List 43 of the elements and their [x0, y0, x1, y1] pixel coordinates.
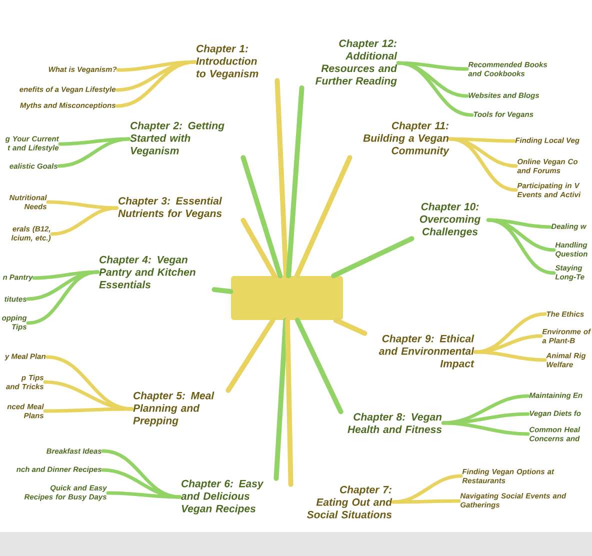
branch-line	[294, 155, 352, 278]
branch-line	[46, 200, 119, 210]
branch-line	[26, 270, 100, 325]
branch-line	[396, 61, 474, 117]
chapter-title: Chapter 10: Overcoming Challenges	[420, 202, 480, 238]
branch-line	[57, 137, 131, 168]
center-box	[231, 276, 343, 320]
chapter-title: Chapter 9: Ethical and Environmental Impact	[378, 334, 474, 370]
branch-line	[473, 334, 543, 354]
branch-line	[441, 412, 530, 425]
branch-line	[226, 318, 276, 393]
branch-line	[58, 137, 131, 146]
chapter-title: Chapter 11: Building a Vegan Community	[363, 122, 450, 156]
branch-line	[448, 137, 516, 143]
chapter-title: Chapter 7: Eating Out and Social Situations	[306, 486, 392, 518]
branch-line	[115, 60, 197, 108]
chapter-title: Chapter 4: Vegan Pantry and Kitchen Essentials	[99, 256, 196, 288]
chapter-title: Chapter 6: Easy and Delicious Vegan Recipes	[181, 480, 264, 514]
chapter-title: Chapter 3: Essential Nutrients for Vegans	[118, 196, 222, 220]
branch-line	[448, 137, 518, 192]
branch-line	[295, 318, 344, 414]
branch-line	[274, 318, 288, 481]
branch-line	[391, 499, 461, 504]
branch-line	[240, 218, 277, 278]
branch-line	[106, 491, 182, 499]
chapter-title: Chapter 12: Additional Resources and Further Reading	[316, 39, 398, 87]
branch-line	[284, 318, 294, 487]
branch-line	[43, 407, 134, 413]
chapter-title: Chapter 5: Meal Planning and Prepping	[133, 392, 214, 426]
chapter-title: Chapter 2: Getting Started with Veganism	[130, 122, 224, 156]
branch-line	[441, 421, 530, 436]
branch-line	[240, 155, 283, 278]
branch-line	[396, 61, 469, 71]
branch-line	[486, 218, 556, 275]
branch-line	[212, 287, 234, 294]
chapter-title: Chapter 1: Introduction to Veganism	[196, 44, 258, 80]
branch-line	[286, 85, 304, 278]
branch-line	[331, 236, 414, 278]
chapter-title: Chapter 8: Vegan Health and Fitness	[348, 412, 442, 434]
branch-line	[473, 350, 547, 362]
branch-line	[333, 318, 368, 336]
branch-line	[50, 206, 119, 236]
branch-line	[274, 78, 288, 278]
